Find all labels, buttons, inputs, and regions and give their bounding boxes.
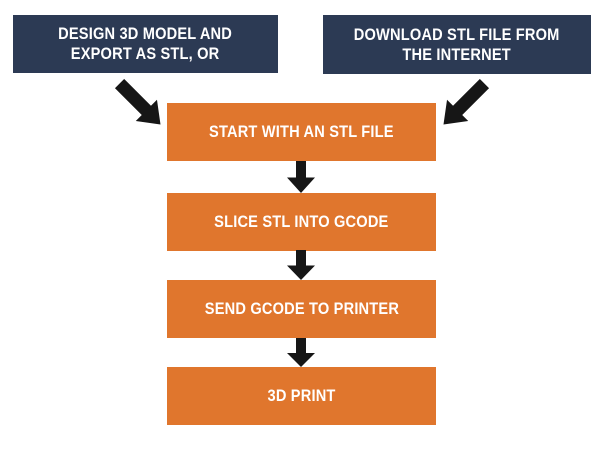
- source-label-line: EXPORT AS STL, OR: [71, 44, 220, 63]
- step-box-slice-gcode: SLICE STL INTO GCODE: [167, 193, 436, 251]
- arrow-down-icon: [287, 250, 315, 280]
- arrow-down-right-icon: [114, 78, 161, 125]
- step-box-send-gcode: SEND GCODE TO PRINTER: [167, 280, 436, 338]
- source-box-download-label: DOWNLOAD STL FILE FROM THE INTERNET: [354, 25, 560, 65]
- arrow-down-icon: [287, 338, 315, 367]
- source-box-design-3d-model: DESIGN 3D MODEL AND EXPORT AS STL, OR: [13, 15, 278, 73]
- source-box-design-label: DESIGN 3D MODEL AND EXPORT AS STL, OR: [59, 24, 233, 64]
- step-label: START WITH AN STL FILE: [209, 122, 394, 141]
- step-box-start-with-stl: START WITH AN STL FILE: [167, 103, 436, 161]
- arrow-down-left-icon: [443, 78, 490, 125]
- step-label: 3D PRINT: [267, 386, 336, 405]
- source-label-line: DOWNLOAD STL FILE FROM: [354, 24, 560, 44]
- arrow-down-icon: [287, 161, 315, 193]
- step-box-3d-print: 3D PRINT: [167, 367, 436, 425]
- step-label: SEND GCODE TO PRINTER: [204, 299, 399, 318]
- source-label-line: DESIGN 3D MODEL AND: [58, 24, 233, 43]
- source-box-download-stl: DOWNLOAD STL FILE FROM THE INTERNET: [323, 15, 591, 74]
- step-label: SLICE STL INTO GCODE: [214, 212, 389, 231]
- source-label-line: THE INTERNET: [402, 44, 512, 64]
